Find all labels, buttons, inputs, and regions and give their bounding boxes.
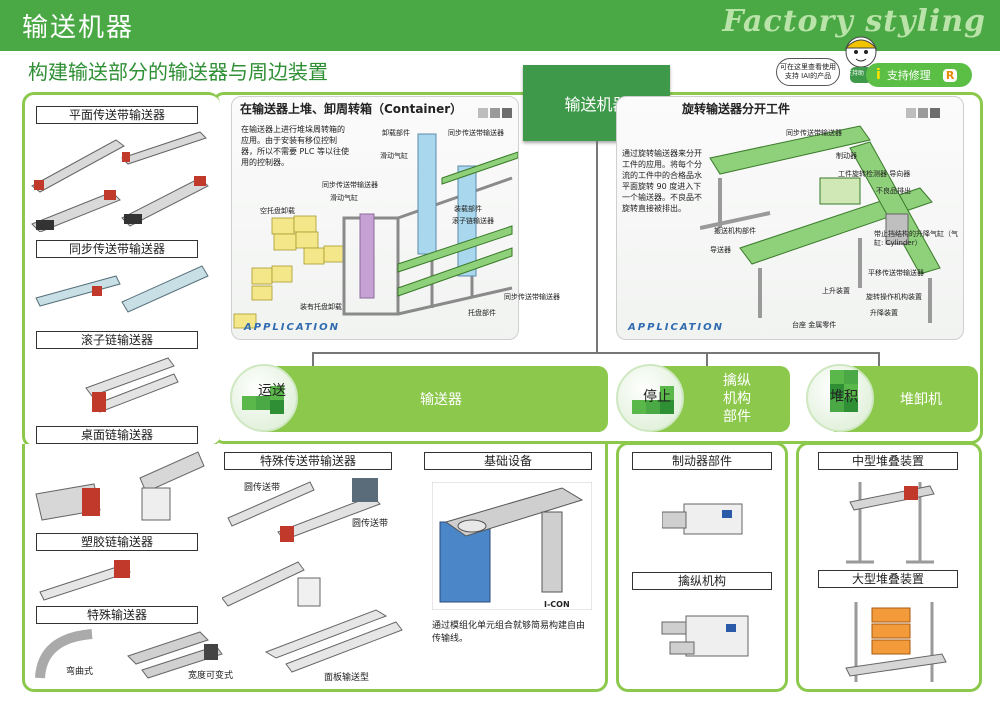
brand-logo: Factory styling [722,4,986,39]
plastic-chain-conveyors [39,560,131,601]
connector-drop-3 [878,352,880,366]
blocks-transport-icon [242,386,284,414]
callout-empty-tray: 空托盘卸载 [260,207,295,215]
roller-chain-conveyor [85,357,179,413]
callout-r-rotary: 旋转操作机构装置 [866,293,922,301]
callout-unload-unit: 卸载部件 [382,129,410,137]
app-rotate-squares [904,103,940,122]
info-icon: i [876,67,881,83]
icon-modular-line [432,482,592,610]
caption-round-belt-1: 圆传送带 [244,483,281,493]
callout-tray-unit: 托盘部件 [468,309,496,317]
label-flat-belt: 平面传送带输送器 [36,106,198,124]
blocks-stop-icon [632,386,674,414]
callout-r-base: 台座 金属零件 [792,321,837,329]
app-rotate-tag: APPLICATION [628,322,725,333]
callout-r-guide: 导送器 [710,246,731,254]
plate-conveyor-illustration [264,609,403,673]
callout-r-sync-belt: 同步传送带输送器 [786,129,842,137]
connector-drop-1 [312,352,314,366]
large-stacker-illustration [845,602,947,682]
category-stack-icon-label: 堆积 [830,389,858,405]
label-special-conveyor: 特殊输送器 [36,606,198,624]
product-icon-label: I-CON [544,600,570,609]
app-stacking-squares [476,103,512,122]
label-table-chain: 桌面链输送器 [36,426,198,444]
mid-stacker-illustration [846,482,935,564]
callout-sync-belt-2: 同步传送带输送器 [322,181,378,189]
page-title: 输送机器 [22,13,135,43]
special-conveyors [35,629,223,679]
app-rotate-note: 通过旋转输送器来分开工件的应用。将每个分流的工件中的合格品水平面旋转 90 度进… [622,149,702,213]
support-label: 支持修理 [886,69,931,82]
label-special-belt: 特殊传送带输送器 [224,452,392,470]
connector-horizontal [312,352,880,354]
app-stacking-tag: APPLICATION [244,322,341,333]
support-bubble: 可在这里查看使用支持 IAI的产品 [776,58,840,86]
conveyor-lineup-panel [22,92,220,448]
flat-belt-conveyors [31,131,209,232]
header-bar [0,0,1000,51]
callout-load-unit: 装载部件 [454,205,482,213]
label-mid-stacker: 中型堆叠装置 [818,452,958,470]
category-escapement-label: 擒纵机构部件 [723,373,751,425]
callout-r-stopper: 制动器 [836,152,857,160]
special-belt-conveyors [222,478,381,607]
rotate-conveyor-illustration [700,125,941,323]
sync-belt-conveyors [35,265,209,313]
callout-r-lift: 上升装置 [822,287,850,295]
label-sync-belt: 同步传送带输送器 [36,240,198,258]
label-stopper: 制动器部件 [632,452,772,470]
callout-roller-chain: 滚子链输送器 [452,217,494,225]
label-escapement: 擒纵机构 [632,572,772,590]
callout-r-transfer: 搬送机构部件 [714,227,756,235]
caption-round-belt-2: 圆传送带 [352,519,389,529]
connector-drop-2 [706,352,708,366]
page-subtitle: 构建输送部分的输送器与周边装置 [28,60,328,84]
callout-r-elevate: 升降装置 [870,309,898,317]
callout-sync-belt-3: 同步传送带输送器 [504,293,560,301]
callout-slide-cyl-1: 滑动气缸 [380,152,408,160]
blocks-stack-icon [830,370,858,412]
app-stacking-note: 在输送器上进行堆垛周转箱的应用。由于安装有移位控制器，所以不需要 PLC 等以往… [241,125,349,167]
app-stacking-title: 在输送器上堆、卸周转箱（Container） [240,102,463,116]
table-chain-conveyors [35,451,205,521]
app-rotate-title: 旋转输送器分开工件 [682,102,791,116]
caption-curved: 弯曲式 [66,667,94,677]
caption-width-variable: 宽度可变式 [188,671,234,681]
label-large-stacker: 大型堆叠装置 [818,570,958,588]
category-conveyor-label: 输送器 [420,392,462,408]
callout-r-reject: 不良品排出 [876,187,911,195]
caption-plate-conveyor: 面板输送型 [324,673,370,683]
mascot-caption: 支持助 [846,70,865,77]
label-base-equipment: 基础设备 [424,452,592,470]
callout-r-flat-belt: 平移传送带输送器 [868,269,924,277]
support-repair-button[interactable]: i 支持修理 R [866,63,972,87]
callout-tray-unload: 装有托盘卸载 [300,303,342,311]
callout-r-cylinder: 带止挡结构的升降气缸（气缸: Cylinder） [874,230,958,247]
callout-r-detector: 工件旋转检测器 导向器 [838,170,911,178]
stopper-unit-illustration [662,503,743,535]
category-stacker-label: 堆卸机 [900,392,942,408]
escapement-illustration [661,615,749,657]
label-roller-chain: 滚子链输送器 [36,331,198,349]
category-stop-icon-label: 停止 [643,389,671,405]
connector-vertical [596,141,598,353]
callout-sync-belt-1: 同步传送带输送器 [448,129,504,137]
repair-icon: R [942,68,958,82]
category-transport-icon-label: 运送 [258,383,286,399]
label-plastic-chain: 塑胶链输送器 [36,533,198,551]
stacking-machine-illustration [233,133,518,329]
callout-slide-cyl-2: 滑动气缸 [330,194,358,202]
base-equipment-note: 通过模组化单元组合就够简易构建自由传输线。 [432,621,586,644]
category-bar-conveyor[interactable]: 输送器 [262,366,608,432]
